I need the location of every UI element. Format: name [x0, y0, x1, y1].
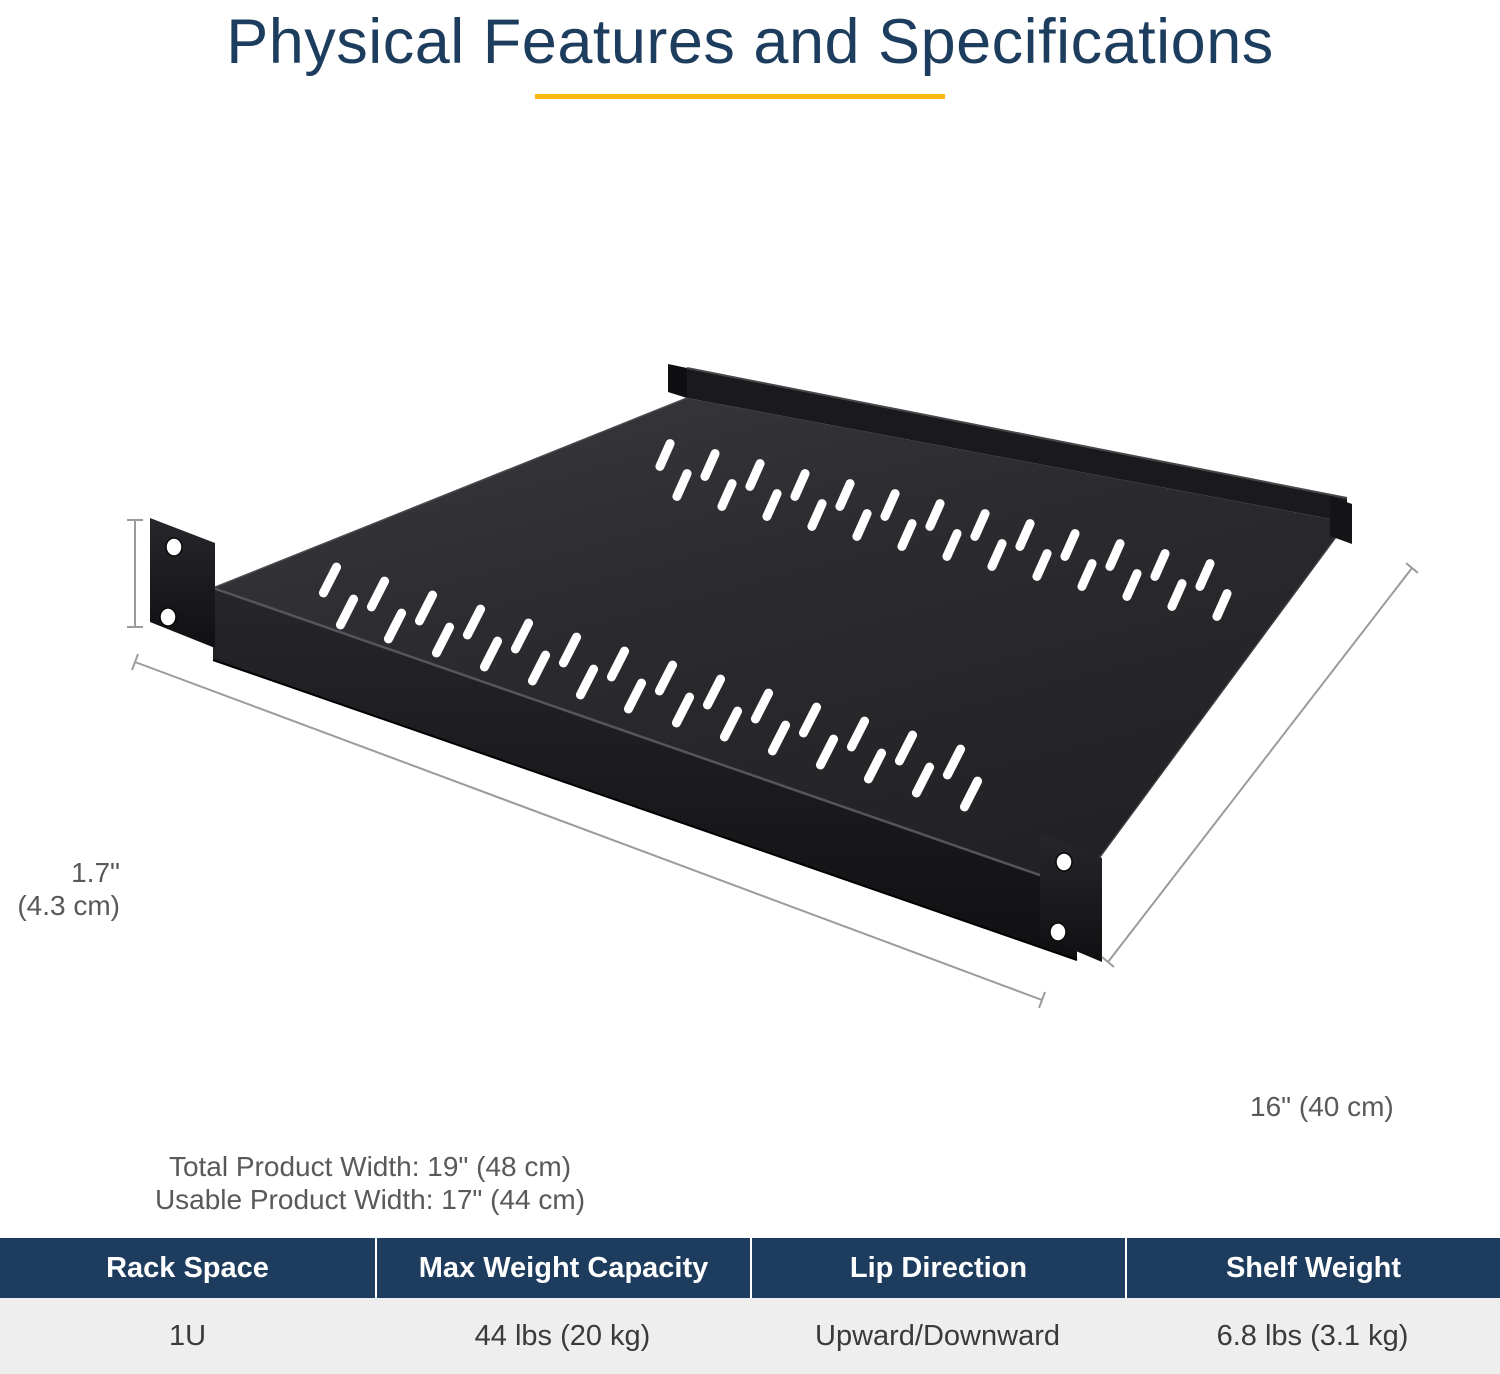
header-rack-space: Rack Space: [106, 1251, 269, 1284]
shelf-rear-lip: [668, 364, 1348, 522]
left-mounting-ear: [150, 518, 215, 648]
value-lip-direction: Upward/Downward: [815, 1319, 1060, 1352]
value-max-weight-capacity: 44 lbs (20 kg): [474, 1319, 651, 1352]
left-ear-hole-top: [165, 537, 183, 557]
depth-dimension-label: 16" (40 cm): [1250, 1090, 1470, 1123]
title-underline: [535, 94, 945, 99]
right-mounting-ear: [1040, 832, 1102, 962]
value-rack-space: 1U: [168, 1319, 207, 1352]
right-ear-hole-bottom: [1049, 922, 1067, 942]
spec-table-header-row: Rack Space Max Weight Capacity Lip Direc…: [0, 1238, 1500, 1298]
spec-table-value-row: 1U 44 lbs (20 kg) Upward/Downward 6.8 lb…: [0, 1298, 1500, 1374]
depth-text: 16" (40 cm): [1250, 1091, 1394, 1122]
shelf-right-end-flange: [1330, 496, 1352, 544]
spec-table: Rack Space Max Weight Capacity Lip Direc…: [0, 1238, 1500, 1374]
product-figure: 1.7" (4.3 cm) Total Product Width: 19" (…: [0, 330, 1500, 1215]
height-cm: (4.3 cm): [17, 890, 120, 921]
height-inches: 1.7": [71, 857, 120, 888]
header-lip-direction: Lip Direction: [750, 1238, 1125, 1298]
dimension-lines: [127, 519, 1419, 1009]
rack-shelf-illustration: [127, 364, 1419, 1009]
right-ear-hole-top: [1055, 852, 1073, 872]
header-max-weight-capacity: Max Weight Capacity: [375, 1238, 750, 1298]
width-dimension-label: Total Product Width: 19" (48 cm) Usable …: [140, 1150, 600, 1216]
value-shelf-weight: 6.8 lbs (3.1 kg): [1216, 1319, 1409, 1352]
left-ear-hole-bottom: [159, 607, 177, 627]
vent-slots: [318, 439, 1232, 812]
shelf-faceplate: [212, 586, 1078, 961]
height-dimension-label: 1.7" (4.3 cm): [10, 856, 120, 922]
total-width-text: Total Product Width: 19" (48 cm): [168, 1151, 572, 1182]
shelf-surface: [212, 397, 1348, 889]
usable-width-text: Usable Product Width: 17" (44 cm): [154, 1184, 586, 1215]
page-title: Physical Features and Specifications: [226, 7, 1274, 77]
header-shelf-weight: Shelf Weight: [1125, 1238, 1500, 1298]
